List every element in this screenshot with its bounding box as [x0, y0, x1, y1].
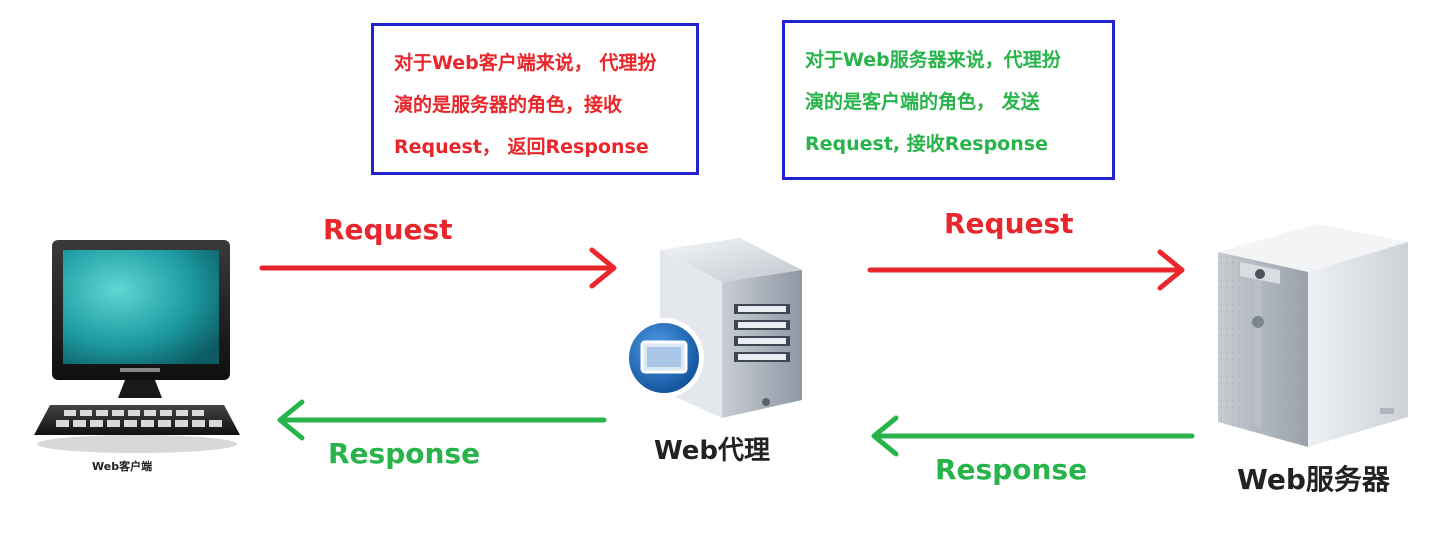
note-line: 对于Web客户端来说， 代理扮 — [394, 52, 657, 74]
server-perspective-note: 对于Web服务器来说，代理扮 演的是客户端的角色， 发送 Request, 接收… — [782, 20, 1115, 180]
note-line: 演的是服务器的角色，接收 — [394, 94, 623, 116]
web-server-label: Web服务器 — [1237, 463, 1390, 496]
request-arrow-proxy-to-server — [867, 249, 1185, 291]
response-arrow-server-to-proxy — [871, 415, 1195, 457]
note-line: Request, 接收Response — [805, 133, 1048, 155]
response-label: Response — [328, 437, 481, 470]
computer-icon — [34, 240, 240, 453]
note-line: 对于Web服务器来说，代理扮 — [805, 49, 1061, 71]
request-arrow-client-to-proxy — [259, 247, 617, 289]
web-proxy-label: Web代理 — [654, 436, 770, 466]
request-label: Request — [944, 207, 1074, 240]
note-line: 演的是客户端的角色， 发送 — [805, 91, 1040, 113]
web-client-label: Web客户端 — [92, 460, 153, 473]
client-perspective-note: 对于Web客户端来说， 代理扮 演的是服务器的角色，接收 Request， 返回… — [371, 23, 699, 175]
response-label: Response — [935, 453, 1088, 486]
proxy-server-icon — [624, 238, 802, 418]
response-arrow-proxy-to-client — [277, 399, 607, 441]
web-server-icon — [1218, 224, 1408, 447]
note-line: Request， 返回Response — [394, 136, 649, 158]
request-label: Request — [323, 213, 453, 246]
